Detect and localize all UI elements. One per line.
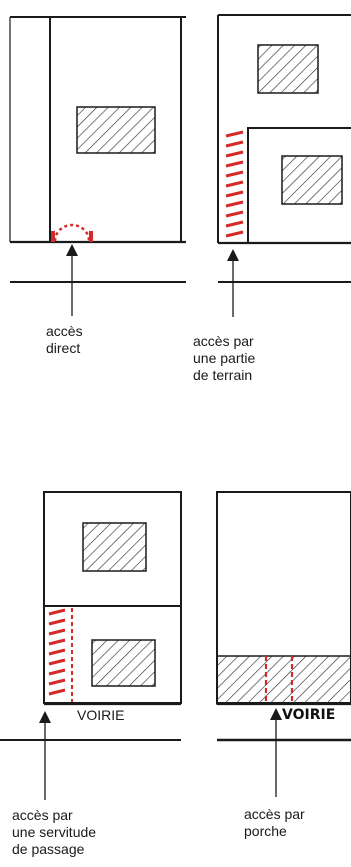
caption-servitude: accès par une servitude de passage <box>12 807 96 858</box>
road-label: VOIRIE <box>77 707 125 723</box>
building-back <box>281 155 343 205</box>
caption-line: accès par <box>12 807 73 823</box>
road-label: VOIRIE <box>282 707 336 723</box>
caption-line: de terrain <box>193 367 253 383</box>
building <box>76 106 156 154</box>
arrow-head <box>270 708 282 720</box>
caption-line: de passage <box>12 841 85 857</box>
porch-building <box>216 655 351 705</box>
caption-line: accès par <box>244 806 305 822</box>
panel-porche <box>216 491 351 797</box>
panel-terrain <box>217 14 351 317</box>
caption-line: accès par <box>193 333 254 349</box>
caption-line: une partie <box>193 350 256 366</box>
arrow-head <box>66 244 78 256</box>
caption-line: accès <box>46 323 83 339</box>
caption-terrain: accès par une partie de terrain <box>193 333 255 384</box>
arrow-head <box>39 711 51 723</box>
caption-line: une servitude <box>12 824 97 840</box>
easement-hatching <box>48 608 66 696</box>
arrow-head <box>227 249 239 261</box>
building-front <box>91 639 156 687</box>
building-back <box>82 522 147 572</box>
caption-direct: accès direct <box>46 323 83 357</box>
caption-line: direct <box>46 340 81 356</box>
back-plot-outline <box>247 127 351 243</box>
panel-servitude <box>0 491 182 800</box>
panel-direct <box>9 16 186 316</box>
caption-line: porche <box>244 823 287 839</box>
access-strip-hatching <box>225 130 244 238</box>
building-front <box>257 44 319 94</box>
caption-porche: accès par porche <box>244 806 305 840</box>
access-direct-marker <box>53 223 91 242</box>
